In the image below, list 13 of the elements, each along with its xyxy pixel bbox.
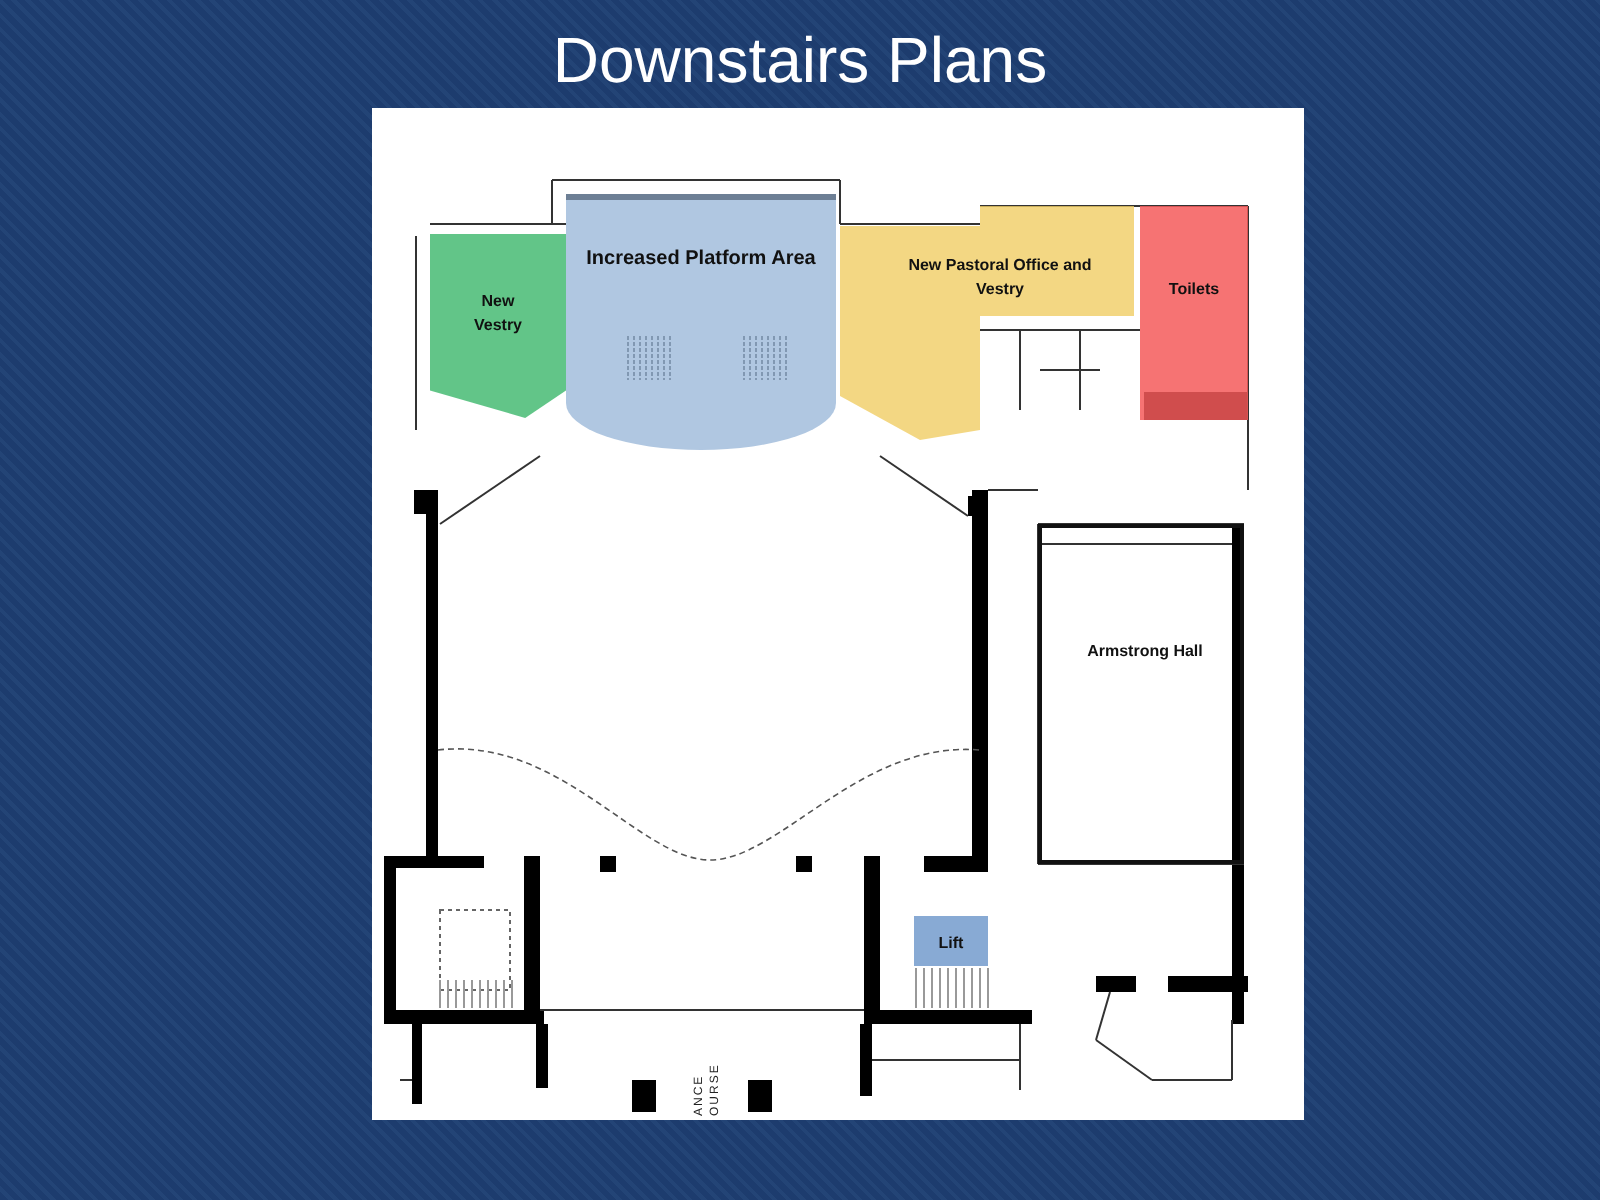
platform-area — [566, 194, 836, 450]
room-label: New Pastoral Office and Vestry — [906, 254, 1094, 302]
room-label: Toilets — [1166, 278, 1222, 302]
vestry-room — [430, 234, 566, 418]
room-label: New Vestry — [471, 290, 525, 338]
room-label: Increased Platform Area — [584, 246, 818, 274]
toilets-room — [1140, 206, 1248, 420]
title: Downstairs Plans — [550, 24, 1050, 98]
room-label: Armstrong Hall — [1085, 640, 1205, 664]
lift-area — [914, 916, 988, 966]
office-room — [840, 206, 1134, 440]
hall-room — [1038, 524, 1244, 864]
room-label: Lift — [936, 932, 966, 956]
